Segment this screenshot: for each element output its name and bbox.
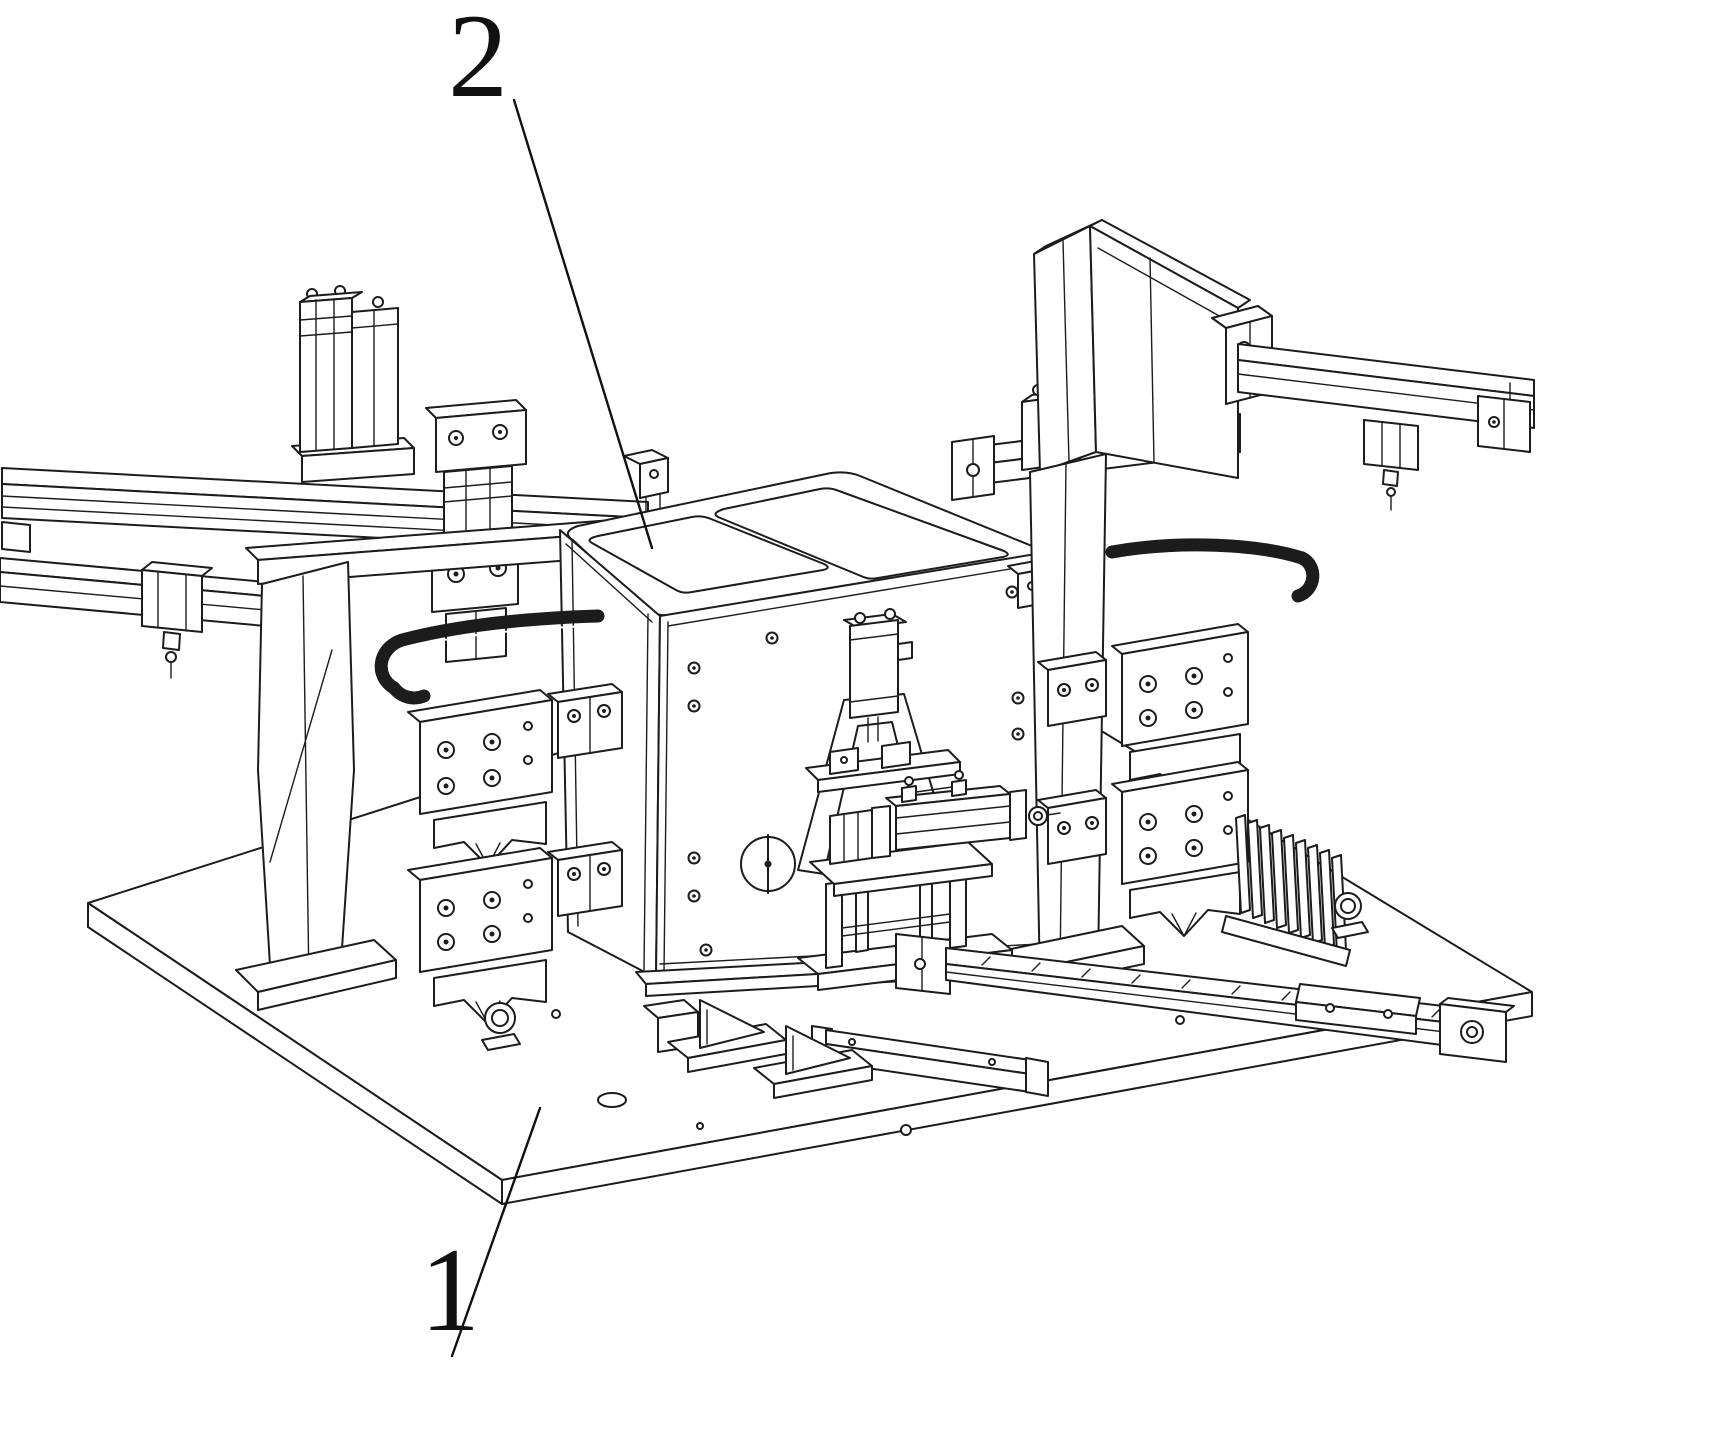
center-press-assembly — [797, 608, 1061, 991]
cover-top-bracket — [623, 449, 669, 513]
callout-label-2: 2 — [448, 0, 508, 122]
plate-stack — [1221, 814, 1351, 967]
plate-hole — [597, 1092, 627, 1108]
horizontal-cylinder — [829, 770, 1061, 865]
callout-label-1: 1 — [420, 1223, 480, 1356]
right-hook-arm — [1105, 538, 1320, 603]
left-vertical-cylinders — [291, 285, 415, 483]
leader-line-2 — [512, 98, 654, 550]
left-hook-arm — [374, 609, 605, 705]
plate-details — [481, 892, 1369, 1136]
cover-dial — [740, 834, 796, 894]
callouts: 2 1 — [420, 0, 654, 1358]
front-linear-rail — [895, 933, 1515, 1063]
front-stop-blocks — [643, 999, 873, 1099]
left-crossbeam — [245, 519, 625, 585]
right-clamp-lower — [1037, 761, 1249, 937]
left-feed-rail-lower — [0, 557, 333, 679]
top-cover-enclosure — [559, 449, 1063, 997]
leader-line-1 — [450, 1106, 542, 1358]
right-bracket-tower — [1033, 219, 1273, 479]
right-clamp-upper — [1037, 623, 1249, 799]
left-support-column — [235, 561, 397, 1011]
left-clamp-lower — [407, 841, 623, 1025]
left-clamp-upper — [407, 683, 623, 867]
right-feed-rail — [1237, 343, 1535, 511]
